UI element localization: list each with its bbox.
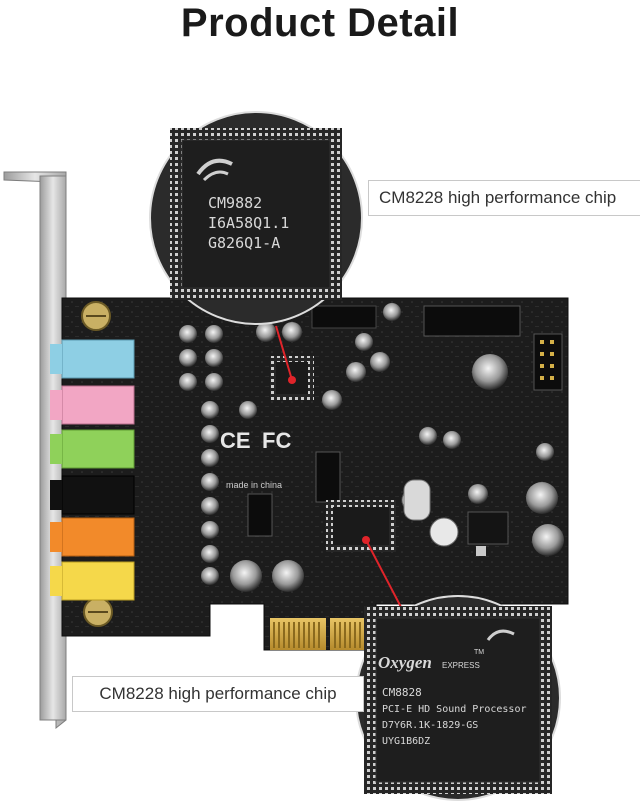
audio-jack-black (50, 475, 135, 515)
screw-bottom (83, 597, 113, 627)
chip-top-line1: CM9882 (208, 194, 262, 212)
audio-jack-green (50, 429, 135, 469)
audio-jack-blue (50, 339, 135, 379)
chip-bottom-brand: Oxygen (378, 653, 432, 672)
fc-mark: FC (262, 428, 291, 453)
chip-top-line3: G826Q1-A (208, 234, 280, 252)
chip-bottom-line3: D7Y6R.1K-1829-GS (382, 720, 478, 731)
chip-top-line2: I6A58Q1.1 (208, 214, 289, 232)
audio-jack-yellow (50, 561, 135, 601)
chip-zoom-top: CM9882 I6A58Q1.1 G826Q1-A (149, 111, 363, 325)
pcb-board (61, 297, 569, 651)
pcie-gold-connector (270, 618, 370, 650)
screw-top (81, 301, 111, 331)
audio-jack-orange (50, 517, 135, 557)
audio-jack-pink (50, 385, 135, 425)
chip-bottom-line1: CM8828 (382, 686, 422, 699)
made-in-text: made in china (226, 480, 282, 490)
pointer-arrow-top (275, 325, 296, 384)
ce-mark: CE (220, 428, 251, 453)
crystal-oscillator (403, 479, 431, 521)
chip-bottom-brand-sub: EXPRESS (442, 661, 480, 670)
pin-header-right (533, 333, 563, 391)
board-certification-marks: CE FC made in china (220, 428, 291, 490)
chip-bottom-line4: UYG1B6DZ (382, 736, 430, 747)
callout-bottom-label: CM8228 high performance chip (72, 676, 364, 712)
chip-zoom-bottom: Oxygen EXPRESS TM CM8828 PCI-E HD Sound … (355, 595, 561, 801)
chip-bottom-line2: PCI-E HD Sound Processor (382, 704, 527, 715)
page-title: Product Detail (180, 1, 460, 45)
callout-top-label: CM8228 high performance chip (368, 180, 640, 216)
main-chip-on-board (326, 500, 396, 552)
pin-header-top (311, 305, 521, 337)
voltage-regulator (467, 511, 509, 556)
chip-bottom-tm: TM (474, 649, 484, 656)
